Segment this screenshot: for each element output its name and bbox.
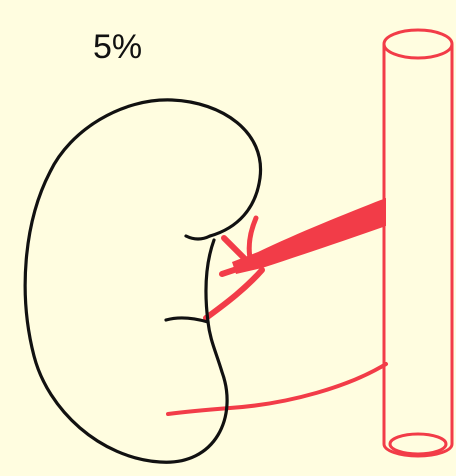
frequency-label: 5% (93, 28, 142, 66)
aorta-body (384, 44, 452, 456)
aorta (384, 30, 452, 456)
aorta-top-end (384, 30, 452, 58)
aorta-bottom-opening (390, 434, 446, 454)
